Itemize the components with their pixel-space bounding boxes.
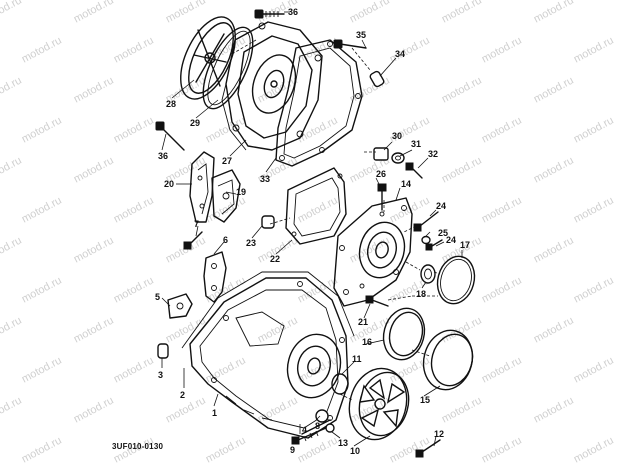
part-7-screw <box>183 231 203 250</box>
part-5-bracket <box>167 293 193 319</box>
part-17-oring <box>436 255 476 305</box>
diagram-code-label: 3UF010-0130 <box>112 442 164 451</box>
assembly-lines <box>231 39 441 401</box>
callout-13: 13 <box>338 438 349 448</box>
part-14-clutch-cover <box>333 197 413 307</box>
callout-12: 12 <box>434 429 445 439</box>
callout-5: 5 <box>155 292 161 302</box>
part-15-round-cover <box>422 329 474 391</box>
part-16-gasket-ring <box>382 307 426 361</box>
callout-31: 31 <box>411 139 422 149</box>
part-22-gasket <box>285 167 347 245</box>
part-8-oring <box>315 409 329 423</box>
part-24-bolt-b <box>425 239 443 251</box>
callout-36-left: 36 <box>158 151 169 161</box>
part-27-generator-housing <box>221 21 323 151</box>
part-26-bolt <box>377 183 387 211</box>
callout-15: 15 <box>420 395 431 405</box>
callout-8: 8 <box>315 421 321 431</box>
part-10-clutch-outer-cover <box>348 367 410 441</box>
callout-1: 1 <box>212 408 218 418</box>
part-35-bolt <box>333 39 367 49</box>
callout-6: 6 <box>223 235 229 245</box>
callout-20: 20 <box>164 179 175 189</box>
part-36-bolt-upper <box>254 9 285 19</box>
callout-19: 19 <box>236 187 247 197</box>
callout-25: 25 <box>438 228 449 238</box>
callout-10: 10 <box>350 446 361 456</box>
part-13-oring <box>325 423 335 433</box>
callout-4: 4 <box>302 425 308 435</box>
part-28-rotor-cover <box>180 16 236 100</box>
part-20-pickup-bracket <box>189 151 215 223</box>
part-19-pickup-coil <box>211 169 241 223</box>
callout-22: 22 <box>270 254 281 264</box>
callout-24-b: 24 <box>446 235 457 245</box>
part-29-gasket <box>202 26 254 110</box>
callout-3: 3 <box>158 370 164 380</box>
part-21-bolt <box>365 295 389 307</box>
callout-30: 30 <box>392 131 403 141</box>
callout-9: 9 <box>290 445 296 455</box>
part-1-crankcase-cover <box>189 277 349 439</box>
callout-33: 33 <box>260 174 271 184</box>
callout-21: 21 <box>358 317 369 327</box>
part-12-bolt <box>415 439 441 458</box>
callout-2: 2 <box>180 390 186 400</box>
part-18-oil-seal <box>420 264 436 284</box>
callout-17: 17 <box>460 240 471 250</box>
part-24-bolt-a <box>413 211 439 232</box>
callout-35: 35 <box>356 30 367 40</box>
part-3-dowel <box>157 343 169 359</box>
leader-lines <box>161 11 463 447</box>
part-30-plug <box>373 147 389 161</box>
part-9-bolt <box>291 427 327 445</box>
part-32-screw <box>405 162 423 179</box>
callout-32: 32 <box>428 149 439 159</box>
part-36-bolt-left <box>155 121 185 151</box>
callout-36-upper: 36 <box>288 7 299 17</box>
callout-29: 29 <box>190 118 201 128</box>
callout-11: 11 <box>352 354 362 364</box>
part-2-gasket <box>181 271 355 349</box>
callout-18: 18 <box>416 289 427 299</box>
callout-14: 14 <box>401 179 412 189</box>
part-33-cover-gasket <box>275 39 363 167</box>
callout-26: 26 <box>376 169 387 179</box>
callout-23: 23 <box>246 238 257 248</box>
callout-16: 16 <box>362 337 373 347</box>
callout-34: 34 <box>395 49 406 59</box>
callout-24-a: 24 <box>436 201 447 211</box>
callout-28: 28 <box>166 99 177 109</box>
part-25-washer <box>421 235 431 245</box>
part-23-collar <box>261 215 275 229</box>
callout-7: 7 <box>194 219 200 229</box>
part-6-clamp <box>203 251 227 303</box>
part-4-bolt <box>301 419 331 435</box>
callout-27: 27 <box>222 156 233 166</box>
